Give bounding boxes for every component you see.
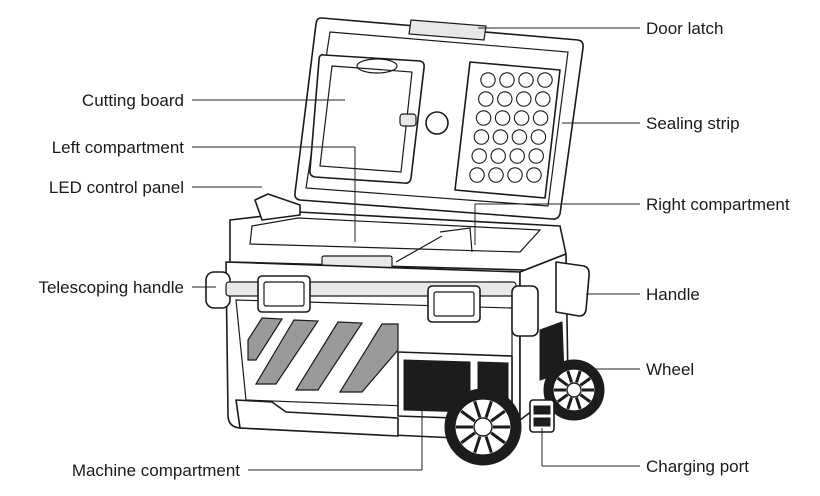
seal-dot	[509, 148, 525, 164]
label-sealing-strip: Sealing strip	[646, 114, 740, 133]
leader-lines	[192, 27, 640, 471]
label-door-latch: Door latch	[646, 19, 723, 38]
seal-dot	[490, 148, 506, 164]
wheel-spoke	[460, 431, 476, 445]
wheel-spoke	[575, 370, 582, 383]
seal-dot	[528, 148, 544, 164]
wheel-spoke	[484, 436, 493, 454]
seal-dot	[478, 91, 494, 107]
wheel-front	[444, 388, 522, 466]
wheel-spoke	[460, 409, 476, 423]
label-left-compartment: Left compartment	[52, 138, 185, 157]
front-stripes	[247, 317, 399, 393]
seal-dot	[526, 167, 542, 183]
seal-dot	[532, 110, 549, 126]
label-charging-port: Charging port	[646, 457, 749, 476]
seal-dot	[518, 72, 534, 88]
label-right-compartment: Right compartment	[646, 195, 790, 214]
seal-dot	[511, 129, 528, 145]
seal-dot	[473, 129, 490, 145]
wheel-spoke	[556, 377, 569, 387]
wheel-spoke	[575, 397, 582, 410]
wheel-spoke	[566, 397, 573, 410]
charging-port-part	[529, 399, 555, 433]
callout-labels: Door latch Sealing strip Right compartme…	[38, 19, 789, 480]
seal-dot	[530, 129, 547, 145]
label-cutting-board: Cutting board	[82, 91, 184, 110]
label-machine-compartment: Machine compartment	[72, 461, 240, 480]
seal-dot	[480, 72, 496, 88]
seal-dot	[497, 91, 513, 107]
seal-dot	[469, 167, 485, 183]
door-latch-part	[408, 19, 487, 41]
seal-dot	[513, 110, 530, 126]
seal-dot	[488, 167, 504, 183]
label-led-control-panel: LED control panel	[49, 178, 184, 197]
label-handle: Handle	[646, 285, 700, 304]
seal-dot	[516, 91, 532, 107]
seal-dot	[471, 148, 487, 164]
wheel-spoke	[473, 400, 482, 418]
wheel-spoke	[484, 400, 493, 418]
wheel-spoke	[579, 393, 592, 403]
led-panel-part	[254, 193, 301, 221]
sealing-strip-part	[454, 61, 561, 199]
seal-dot	[499, 72, 515, 88]
wheel-spoke	[490, 431, 506, 445]
seal-dot	[507, 167, 523, 183]
wheel-spoke	[490, 409, 506, 423]
seal-dot	[537, 72, 553, 88]
label-telescoping-handle: Telescoping handle	[38, 278, 184, 297]
lid	[294, 17, 584, 220]
seal-dot	[494, 110, 511, 126]
wheel-spoke	[556, 393, 569, 403]
seal-dot	[475, 110, 492, 126]
wheel-rear	[543, 359, 605, 421]
wheels	[444, 359, 605, 466]
telescoping-handle-part	[205, 271, 517, 323]
side-handle-part	[511, 261, 590, 337]
wheel-spoke	[566, 370, 573, 383]
seal-dot	[535, 91, 551, 107]
wheel-spoke	[473, 436, 482, 454]
label-wheel: Wheel	[646, 360, 694, 379]
seal-dot	[492, 129, 509, 145]
wheel-spoke	[579, 377, 592, 387]
cutting-board-part	[309, 54, 449, 184]
